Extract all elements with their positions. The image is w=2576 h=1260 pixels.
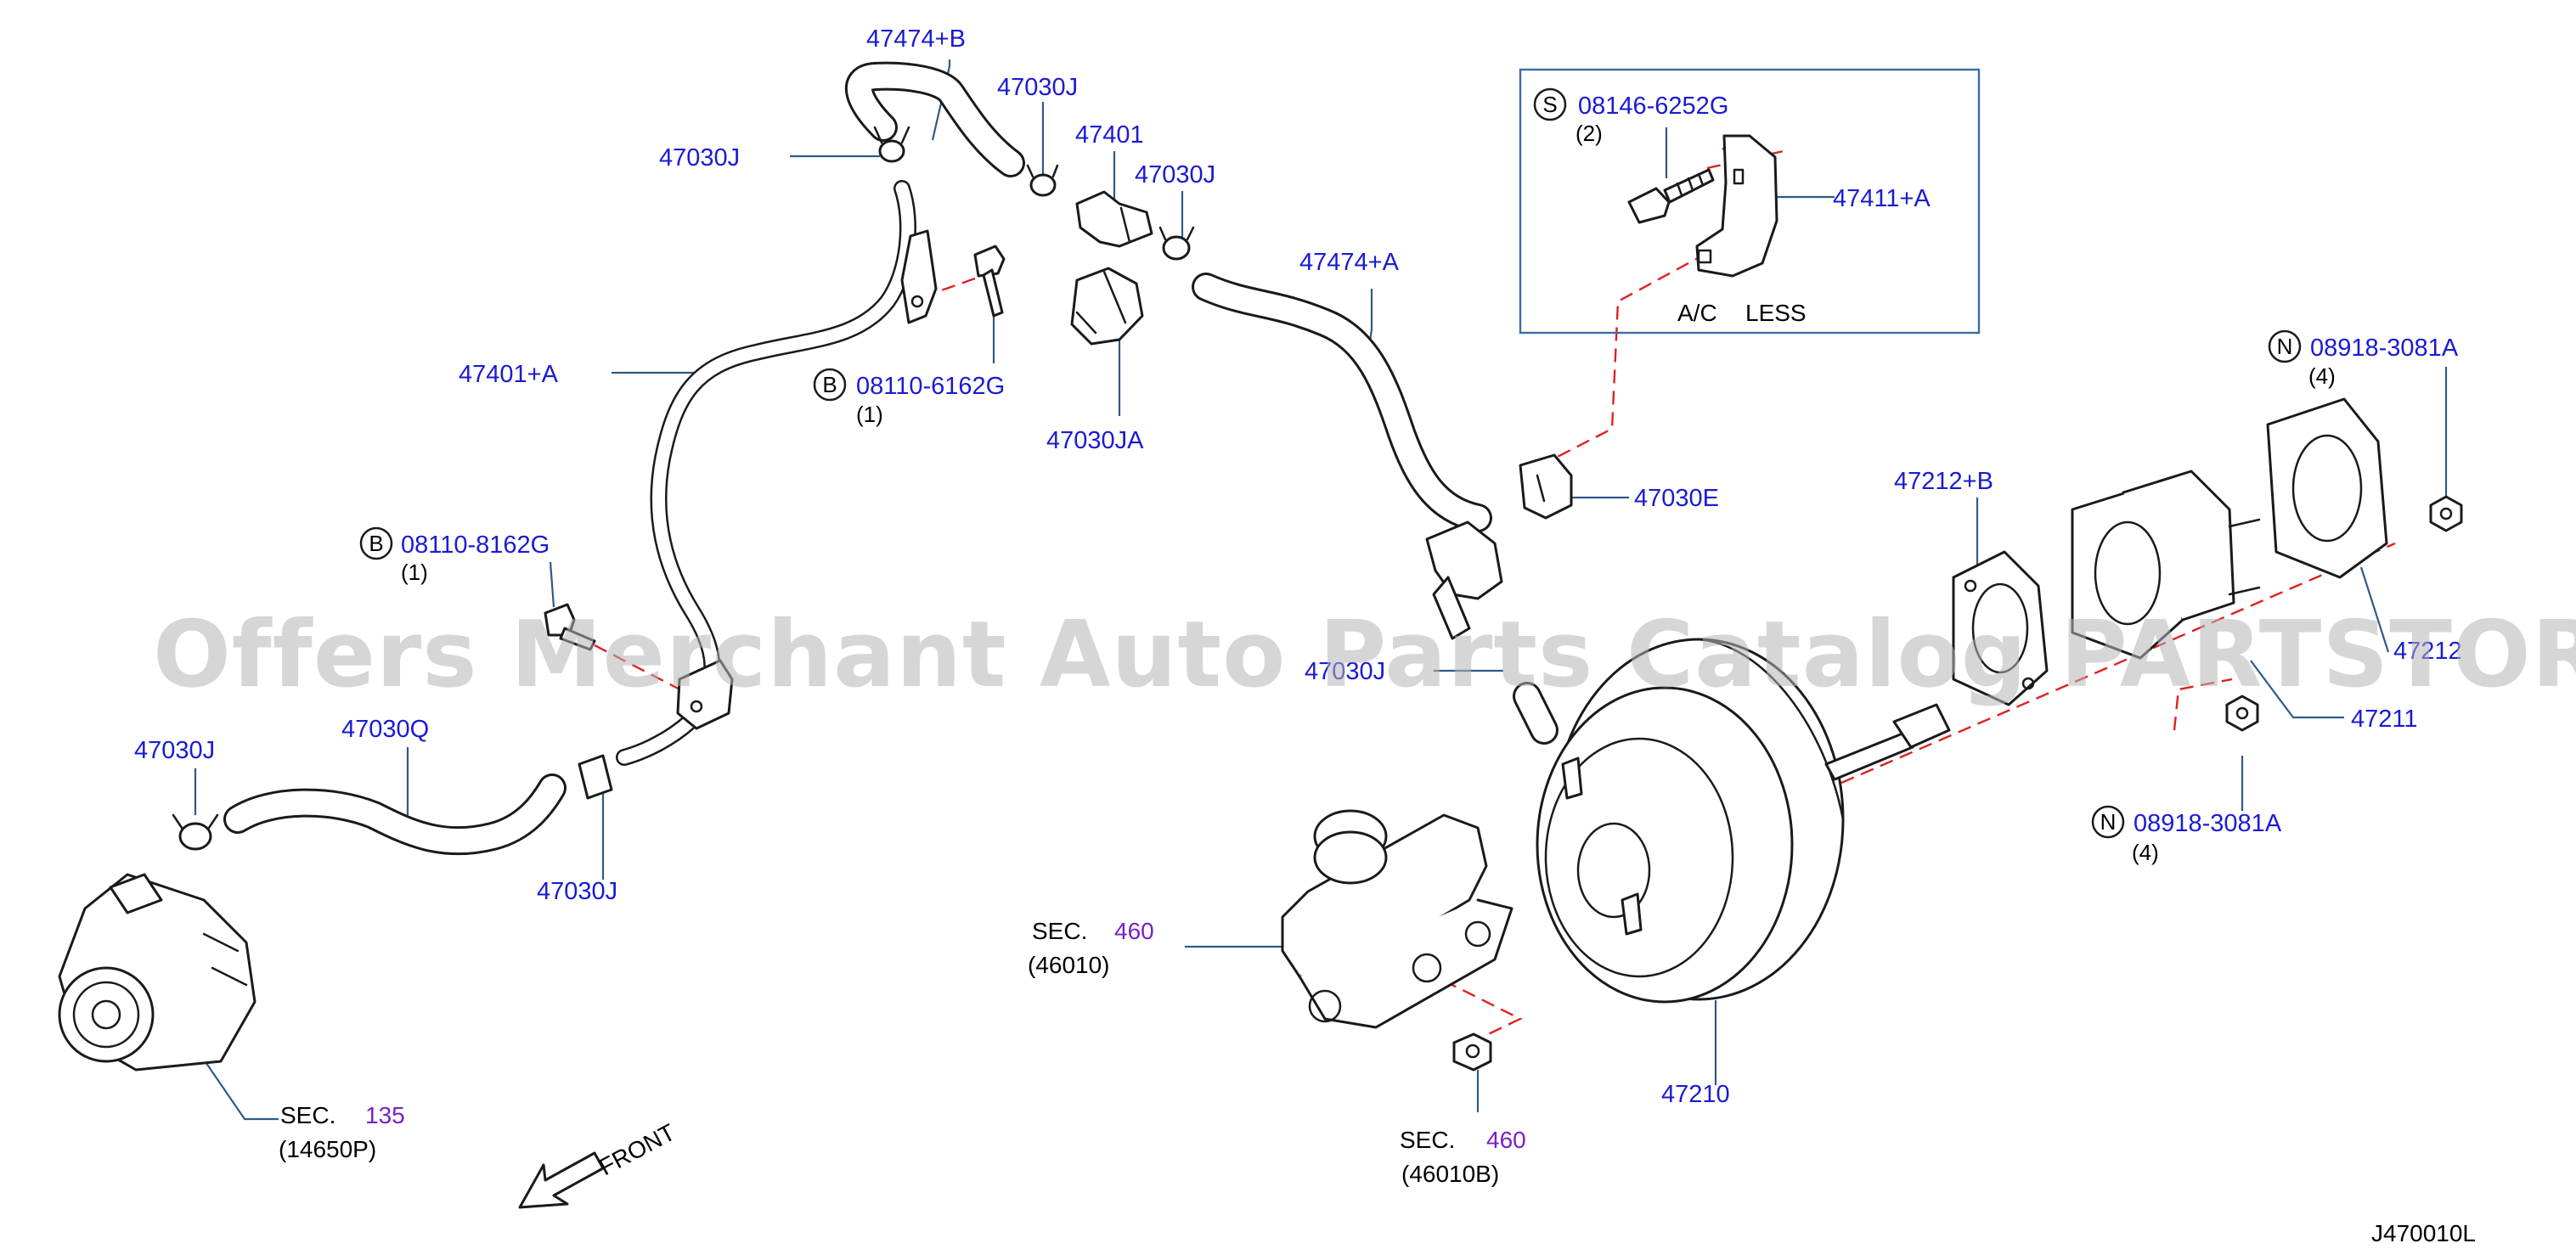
callout-47030J-d[interactable]: 47030J — [134, 737, 215, 764]
clamp-47030J-left — [172, 813, 219, 851]
callout-47474B[interactable]: 47474+B — [866, 25, 966, 53]
sec-135-prefix: SEC. — [280, 1102, 335, 1128]
qty-08918-bot: (4) — [2132, 840, 2159, 865]
sec-460a-prefix: SEC. — [1032, 918, 1087, 944]
callout-47030J-a[interactable]: 47030J — [659, 144, 740, 172]
tube-brackets — [676, 229, 938, 730]
clamp-47030J-top-mid — [1026, 164, 1059, 197]
ac-label: A/C — [1677, 300, 1717, 326]
qty-08110-6162G: (1) — [856, 402, 883, 427]
qty-08918-top: (4) — [2308, 363, 2336, 389]
diagram-code: J470010L — [2371, 1220, 2476, 1246]
check-valve-47030JA — [1070, 267, 1144, 346]
hose-clamps — [172, 126, 1195, 851]
circle-letter-b2: B — [369, 531, 383, 556]
circle-letter-n2: N — [2100, 809, 2117, 835]
callout-47030E[interactable]: 47030E — [1634, 485, 1719, 512]
callout-08110-6162G[interactable]: 08110-6162G — [856, 373, 1005, 400]
front-label: FRONT — [595, 1119, 679, 1181]
callout-47030JA[interactable]: 47030JA — [1046, 427, 1144, 454]
bracket-47411A — [1695, 134, 1778, 278]
vacuum-pump-14650P — [58, 873, 256, 1072]
sec-460b-sub: (46010B) — [1401, 1161, 1499, 1187]
front-arrow-icon — [518, 1151, 605, 1209]
leader-lines — [194, 59, 2448, 1121]
elbow-connector — [1425, 520, 1503, 640]
qty-08146: (2) — [1575, 121, 1603, 146]
callout-47474A[interactable]: 47474+A — [1299, 249, 1400, 276]
bolt-08110-6162G — [973, 245, 1006, 318]
callout-47030J-f[interactable]: 47030J — [1305, 658, 1385, 685]
sec-460a-number[interactable]: 460 — [1114, 918, 1154, 944]
master-cylinder-46010 — [1281, 809, 1513, 1029]
bolt-08146-6252G — [1627, 168, 1715, 224]
circle-letter-s: S — [1542, 92, 1557, 117]
watermark: Offers Merchant Auto Parts Catalog PARTS… — [153, 602, 2576, 708]
spacer-47211 — [2071, 470, 2261, 660]
sec-460b-number[interactable]: 460 — [1486, 1127, 1526, 1153]
qty-08110-8162G: (1) — [401, 560, 428, 585]
clamp-47030J-lower — [578, 754, 613, 800]
circle-letter-n1: N — [2277, 334, 2293, 359]
circle-letter-b1: B — [822, 372, 837, 397]
sec-460b-prefix: SEC. — [1400, 1127, 1455, 1153]
callout-08918-3081A-top[interactable]: 08918-3081A — [2310, 335, 2459, 362]
callout-47401[interactable]: 47401 — [1075, 121, 1144, 149]
labels: S B B N N 47474+B 47030J 47030J 47401 47… — [134, 25, 2476, 1246]
circle-markers — [359, 87, 2302, 839]
sec-460a-sub: (46010) — [1028, 952, 1110, 978]
callout-47211[interactable]: 47211 — [2351, 706, 2418, 733]
nut-46010B — [1452, 1032, 1492, 1072]
callout-47210[interactable]: 47210 — [1661, 1081, 1730, 1108]
gasket-47212 — [2266, 397, 2388, 579]
sec-135-sub: (14650P) — [279, 1136, 376, 1162]
clamp-47030J-top-left — [873, 126, 910, 163]
gasket-47212B — [1952, 550, 2049, 706]
clamp-47030J-top-right — [1158, 226, 1195, 261]
less-label: LESS — [1745, 300, 1807, 326]
sec-135-number[interactable]: 135 — [365, 1102, 405, 1128]
ac-less-inset — [1519, 68, 1981, 335]
nuts-08918-3081A — [2225, 495, 2463, 732]
connector-47401 — [1075, 190, 1153, 248]
callout-08110-8162G[interactable]: 08110-8162G — [401, 532, 550, 559]
callout-47030J-e[interactable]: 47030J — [537, 878, 617, 905]
brake-booster-47210 — [1536, 638, 1951, 1004]
callout-47411A[interactable]: 47411+A — [1833, 185, 1931, 212]
bolt-08110-8162G — [544, 603, 596, 651]
callout-08918-3081A-bot[interactable]: 08918-3081A — [2134, 810, 2282, 837]
callout-47030Q[interactable]: 47030Q — [341, 716, 429, 743]
vacuum-hoses — [223, 61, 1559, 856]
callout-47212[interactable]: 47212 — [2393, 638, 2462, 665]
callout-47401A[interactable]: 47401+A — [459, 361, 559, 388]
callout-47030J-b[interactable]: 47030J — [997, 74, 1078, 101]
check-valve-47030E — [1519, 453, 1573, 520]
callout-47212B[interactable]: 47212+B — [1894, 468, 1993, 495]
callout-08146-6252G[interactable]: 08146-6252G — [1578, 93, 1728, 120]
callout-47030J-c[interactable]: 47030J — [1135, 161, 1215, 188]
